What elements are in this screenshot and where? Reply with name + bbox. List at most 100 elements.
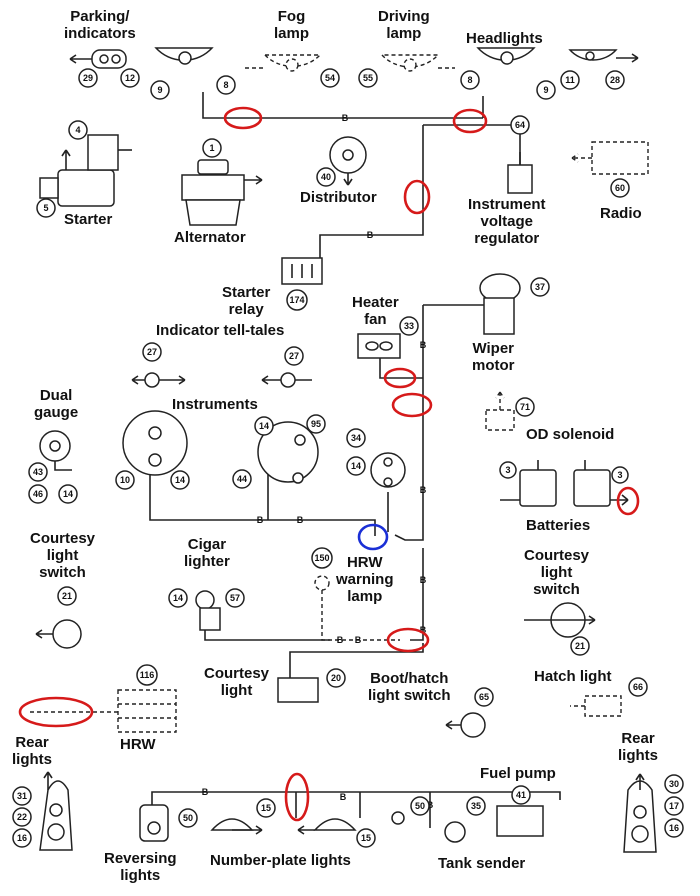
svg-text:95: 95 [311, 419, 321, 429]
svg-text:55: 55 [363, 73, 373, 83]
wire-marker: B [367, 230, 374, 240]
svg-text:16: 16 [17, 833, 27, 843]
svg-text:66: 66 [633, 682, 643, 692]
number-bubble: 31 [12, 786, 32, 806]
number-bubble: 5 [36, 198, 56, 218]
svg-text:3: 3 [617, 470, 622, 480]
svg-text:9: 9 [543, 85, 548, 95]
wire-rear-harness [151, 791, 561, 805]
highlight-ring-red [284, 772, 310, 822]
label-hrw: HRW [120, 736, 156, 753]
number-bubble: 37 [530, 277, 550, 297]
svg-text:16: 16 [669, 823, 679, 833]
label-alternator: Alternator [174, 229, 246, 246]
wiper-motor [479, 273, 521, 335]
od-solenoid [485, 391, 515, 431]
wire-marker: B [420, 625, 427, 635]
ground-arrow-icon [69, 54, 92, 64]
svg-text:43: 43 [33, 467, 43, 477]
svg-text:9: 9 [157, 85, 162, 95]
svg-text:15: 15 [261, 803, 271, 813]
highlight-ring-red [452, 108, 488, 134]
parking-indicator-lamp [69, 49, 127, 69]
wire-marker: B [427, 800, 434, 810]
wire-marker: B [202, 787, 209, 797]
number-bubble: 14 [346, 456, 366, 476]
svg-text:174: 174 [289, 295, 304, 305]
arrow-right-icon [244, 175, 263, 185]
number-bubble: 10 [115, 470, 135, 490]
number-bubble: 35 [466, 796, 486, 816]
rear-lights-left [39, 771, 73, 851]
wire-marker: B [297, 515, 304, 525]
ground-arrow-icon [616, 53, 639, 63]
wire-marker: B [420, 340, 427, 350]
highlight-ring-blue [357, 523, 389, 551]
number-bubble: 50 [410, 796, 430, 816]
wire-cigar [204, 608, 330, 641]
number-bubble: 16 [664, 818, 684, 838]
hatch-light [570, 695, 622, 717]
headlamp-right [476, 47, 536, 65]
svg-text:46: 46 [33, 489, 43, 499]
highlight-ring-red [391, 392, 433, 418]
wire-marker: B [257, 515, 264, 525]
wire-marker: B [342, 113, 349, 123]
wire-top-harness [202, 92, 483, 119]
rear-lights-right [623, 773, 657, 853]
label-fuel-pump: Fuel pump [480, 765, 556, 782]
courtesy-light [277, 677, 319, 703]
svg-text:5: 5 [43, 203, 48, 213]
label-radio: Radio [600, 205, 642, 222]
svg-text:35: 35 [471, 801, 481, 811]
reversing-light [139, 804, 169, 842]
highlight-ring-red [18, 696, 94, 728]
number-bubble: 14 [254, 416, 274, 436]
number-bubble: 55 [358, 68, 378, 88]
component-number-bubbles: 29 12 9 8 54 55 8 9 11 28 4 5 1 40 64 60… [12, 68, 684, 848]
number-bubble: 65 [474, 687, 494, 707]
distributor [329, 136, 367, 186]
number-bubble: 3 [499, 461, 517, 479]
starter-relay [281, 257, 323, 285]
number-bubble: 11 [560, 70, 580, 90]
indicator-telltale-right [261, 372, 312, 388]
number-bubble: 116 [136, 664, 158, 686]
highlight-ring-red [403, 179, 431, 215]
fuel-pump [391, 805, 544, 837]
heater-fan [357, 333, 423, 379]
tank-sender [444, 821, 466, 843]
label-headlights: Headlights [466, 30, 543, 47]
hrw-warning-lamp [314, 575, 330, 591]
number-bubble: 12 [120, 68, 140, 88]
number-bubble: 64 [510, 115, 530, 135]
number-bubble: 3 [611, 466, 629, 484]
number-bubble: 16 [12, 828, 32, 848]
svg-text:21: 21 [575, 641, 585, 651]
number-bubble: 57 [225, 588, 245, 608]
svg-text:1: 1 [209, 143, 214, 153]
fault-highlights [18, 106, 640, 822]
number-bubble: 17 [664, 796, 684, 816]
svg-text:40: 40 [321, 172, 331, 182]
svg-text:14: 14 [259, 421, 269, 431]
svg-text:27: 27 [289, 351, 299, 361]
number-bubble: 50 [178, 808, 198, 828]
fog-lamp [245, 54, 322, 72]
svg-text:31: 31 [17, 791, 27, 801]
number-bubble: 8 [216, 75, 236, 95]
svg-text:14: 14 [175, 475, 185, 485]
svg-text:27: 27 [147, 347, 157, 357]
number-bubble: 66 [628, 677, 648, 697]
wire-marker: B [420, 485, 427, 495]
number-bubble: 14 [170, 470, 190, 490]
number-bubble: 150 [311, 547, 333, 569]
heated-rear-window [30, 689, 177, 733]
dual-gauge [39, 430, 72, 471]
